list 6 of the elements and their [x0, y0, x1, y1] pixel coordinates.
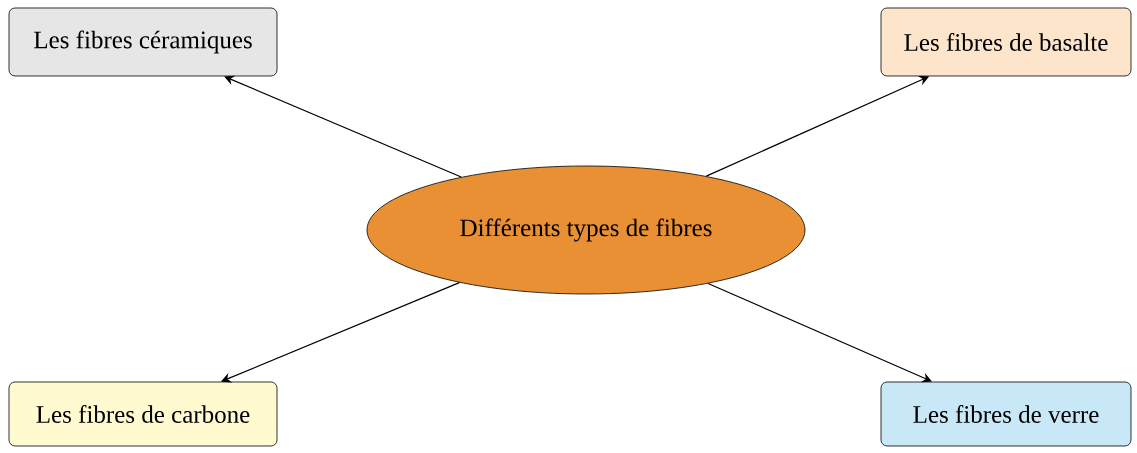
label-box: Les fibres de carbone — [8, 381, 278, 447]
label-box: Les fibres céramiques — [8, 7, 278, 77]
arrow — [224, 75, 462, 178]
arrow — [221, 281, 460, 383]
label-box: Les fibres de basalte — [880, 7, 1132, 77]
label-box: Les fibres de verre — [880, 381, 1132, 447]
